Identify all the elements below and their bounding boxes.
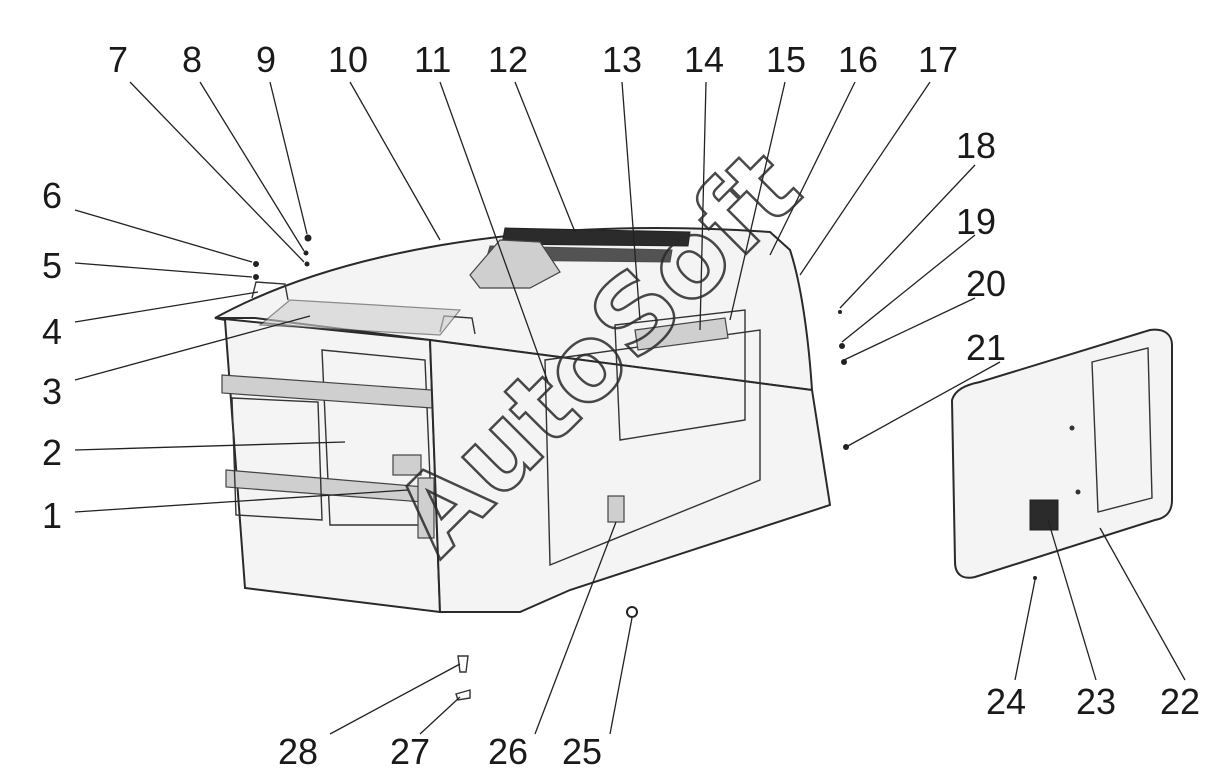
leader-27 bbox=[419, 696, 461, 735]
washer-8 bbox=[303, 250, 309, 256]
callout-11: 11 bbox=[414, 39, 451, 80]
screw-9 bbox=[304, 234, 312, 242]
leader-24 bbox=[1014, 579, 1036, 681]
leader-10 bbox=[349, 81, 441, 241]
callout-28: 28 bbox=[278, 731, 318, 772]
cabin-assembly bbox=[214, 227, 832, 614]
roof-handle-left bbox=[251, 281, 289, 301]
callout-6: 6 bbox=[42, 175, 62, 216]
callout-22: 22 bbox=[1160, 681, 1200, 722]
callout-8: 8 bbox=[182, 39, 202, 80]
leader-8 bbox=[199, 81, 305, 252]
leader-14 bbox=[699, 81, 707, 331]
leader-6 bbox=[74, 209, 253, 263]
callout-21: 21 bbox=[966, 327, 1006, 368]
door-fixing-point-lower bbox=[1075, 489, 1081, 495]
leader-11 bbox=[439, 81, 549, 383]
callout-16: 16 bbox=[838, 39, 878, 80]
callout-10: 10 bbox=[328, 39, 368, 80]
leader-lines bbox=[74, 81, 1186, 735]
leader-5 bbox=[74, 262, 253, 278]
callout-25: 25 bbox=[562, 731, 602, 772]
callout-17: 17 bbox=[918, 39, 958, 80]
callout-12: 12 bbox=[488, 39, 528, 80]
callout-9: 9 bbox=[256, 39, 276, 80]
leader-9 bbox=[269, 81, 308, 235]
leader-19 bbox=[841, 234, 976, 343]
callout-27: 27 bbox=[390, 731, 430, 772]
callout-2: 2 bbox=[42, 432, 62, 473]
washer-5 bbox=[253, 274, 259, 280]
nut-6 bbox=[253, 261, 259, 267]
roof-vent-grille bbox=[501, 227, 691, 247]
callout-4: 4 bbox=[42, 311, 62, 352]
callout-18: 18 bbox=[956, 125, 996, 166]
pin-24 bbox=[1033, 576, 1037, 580]
door-lock-bracket bbox=[607, 495, 625, 523]
leader-22 bbox=[1099, 527, 1186, 681]
fasteners bbox=[253, 234, 1037, 701]
callout-numbers: 1 2 3 4 5 6 7 8 9 10 11 12 13 14 15 16 1… bbox=[42, 39, 1200, 772]
rear-latch-bracket bbox=[417, 477, 435, 539]
bolt-28 bbox=[457, 655, 469, 673]
callout-23: 23 bbox=[1076, 681, 1116, 722]
rear-roof-panel bbox=[258, 299, 462, 336]
leader-16 bbox=[769, 81, 856, 256]
leader-12 bbox=[514, 81, 576, 233]
side-window-frame bbox=[614, 309, 746, 441]
callout-26: 26 bbox=[488, 731, 528, 772]
leader-20 bbox=[843, 297, 976, 361]
door-fixing-point-upper bbox=[1069, 425, 1075, 431]
leader-1 bbox=[74, 489, 409, 513]
callout-14: 14 bbox=[684, 39, 724, 80]
leader-7 bbox=[129, 81, 305, 263]
callout-24: 24 bbox=[986, 681, 1026, 722]
side-door-panel bbox=[950, 328, 1173, 579]
callout-1: 1 bbox=[42, 495, 62, 536]
roof-hatch bbox=[469, 239, 561, 289]
cabin-roof bbox=[214, 227, 814, 392]
callout-5: 5 bbox=[42, 245, 62, 286]
leader-28 bbox=[329, 663, 461, 735]
leader-25 bbox=[609, 617, 633, 735]
washer-19 bbox=[839, 343, 845, 349]
leader-3 bbox=[74, 315, 311, 381]
leader-15 bbox=[729, 81, 786, 321]
leader-26 bbox=[534, 521, 617, 735]
door-handle bbox=[1029, 499, 1059, 531]
callout-7: 7 bbox=[108, 39, 128, 80]
callout-19: 19 bbox=[956, 201, 996, 242]
leader-13 bbox=[621, 81, 641, 321]
callout-13: 13 bbox=[602, 39, 642, 80]
callout-3: 3 bbox=[42, 371, 62, 412]
side-wall bbox=[428, 338, 832, 613]
nut-20 bbox=[841, 359, 847, 365]
rear-latch bbox=[392, 454, 422, 476]
leader-17 bbox=[799, 81, 931, 276]
side-window-bracket bbox=[634, 317, 729, 351]
leader-21 bbox=[845, 361, 1001, 448]
bolt-18 bbox=[838, 310, 842, 314]
grommet-25 bbox=[626, 606, 638, 618]
callout-20: 20 bbox=[966, 263, 1006, 304]
leader-2 bbox=[74, 441, 346, 451]
nut-7 bbox=[304, 261, 310, 267]
rear-inner-panel bbox=[231, 397, 323, 521]
door-panel-outline bbox=[950, 328, 1173, 579]
callout-15: 15 bbox=[766, 39, 806, 80]
leader-4 bbox=[74, 291, 259, 323]
leader-18 bbox=[839, 164, 976, 309]
door-window bbox=[1091, 347, 1153, 513]
leader-23 bbox=[1047, 519, 1097, 681]
clip-27 bbox=[455, 689, 471, 701]
